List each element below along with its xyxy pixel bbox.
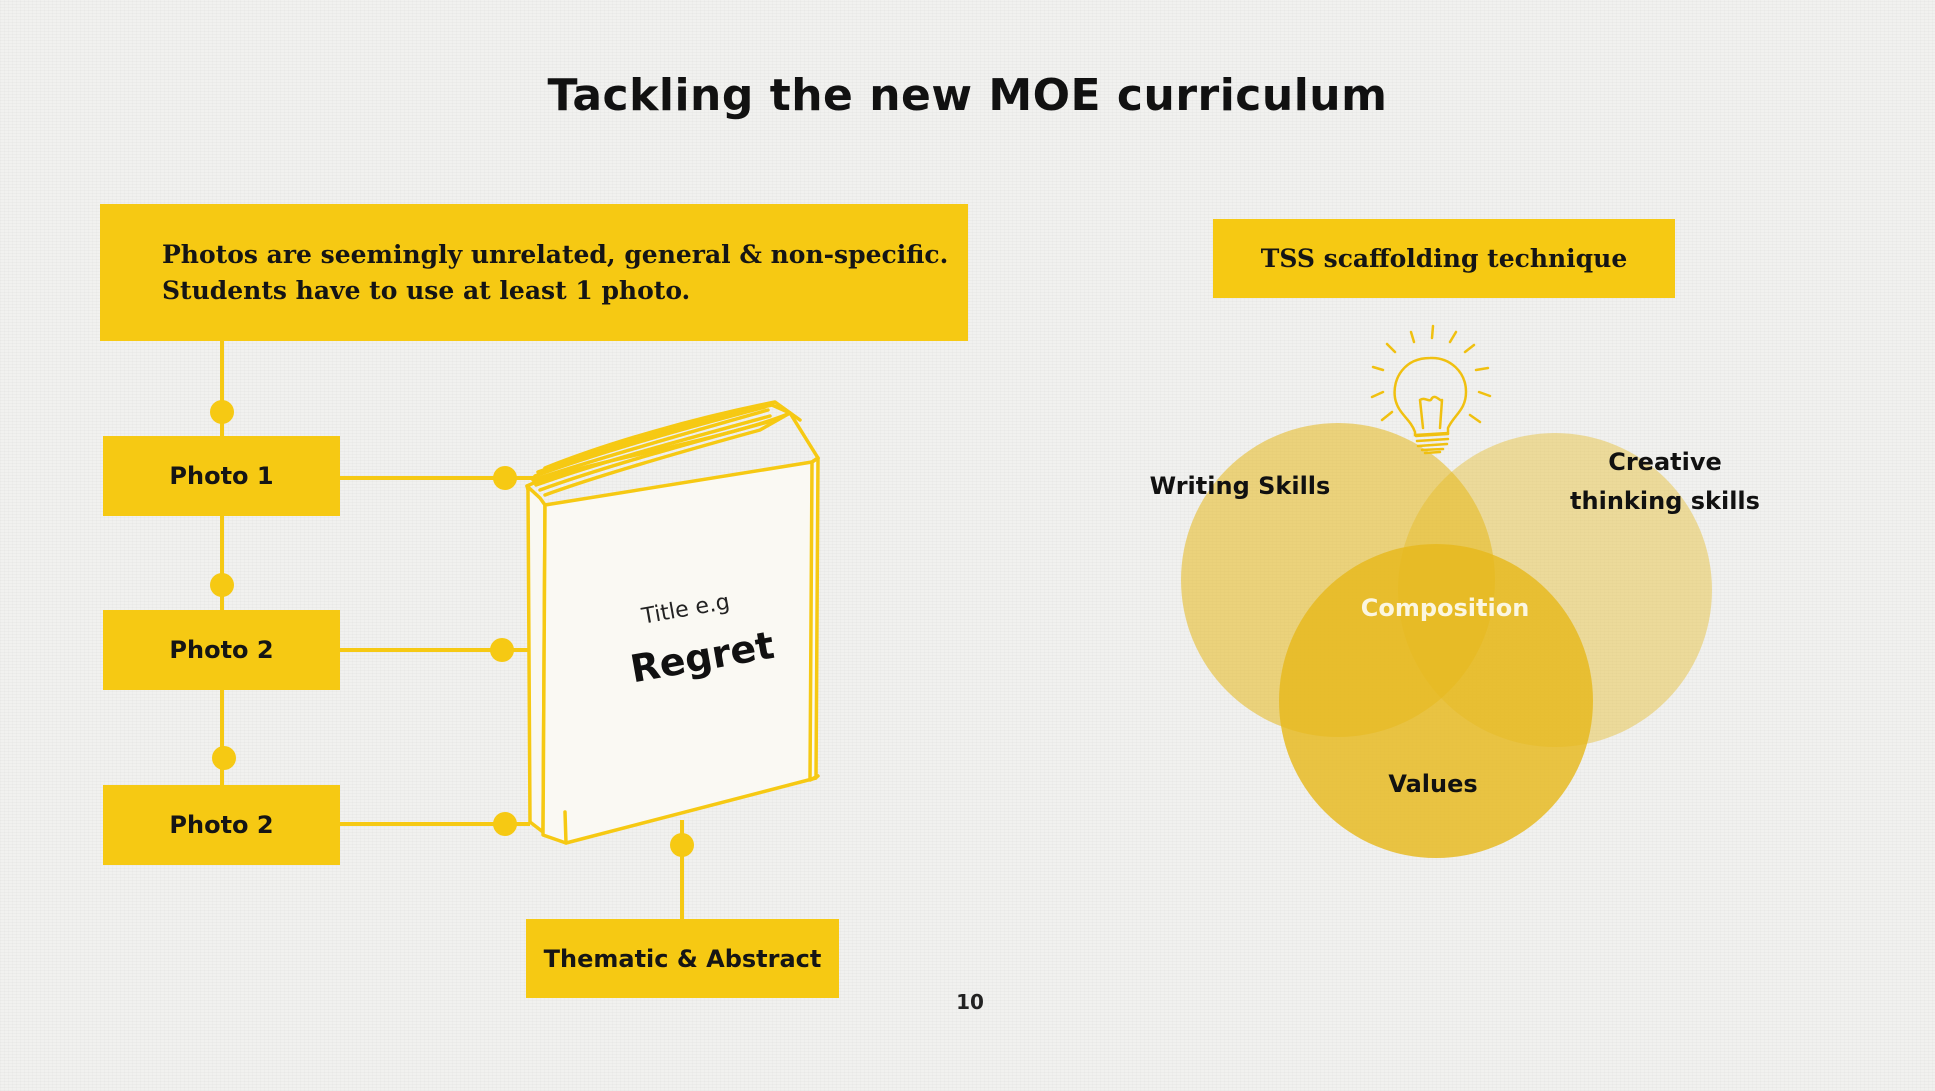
description-line-1: Photos are seemingly unrelated, general …: [162, 239, 949, 269]
tss-header-box: TSS scaffolding technique: [1213, 219, 1675, 298]
dot: [670, 833, 694, 857]
photo-1-box: Photo 1: [103, 436, 340, 516]
photo-3-box: Photo 2: [103, 785, 340, 865]
dot: [493, 812, 517, 836]
venn-label-writing: Writing Skills: [1149, 472, 1331, 500]
book-icon: [525, 400, 820, 845]
venn-diagram: [1181, 423, 1712, 858]
venn-circle-values: [1279, 544, 1593, 858]
venn-label-composition: Composition: [1360, 594, 1530, 622]
dot: [210, 573, 234, 597]
description-line-2: Students have to use at least 1 photo.: [162, 275, 691, 305]
slide-title: Tackling the new MOE curriculum: [547, 70, 1388, 121]
lightbulb-icon: [1370, 324, 1492, 455]
venn-label-creative-line2: thinking skills: [1570, 487, 1760, 515]
dot: [212, 746, 236, 770]
photo-2-box: Photo 2: [103, 610, 340, 690]
venn-label-creative: Creative thinking skills: [1540, 443, 1790, 521]
venn-label-creative-line1: Creative: [1608, 448, 1722, 476]
dot: [210, 400, 234, 424]
dot: [493, 466, 517, 490]
page-number: 10: [956, 990, 984, 1014]
venn-label-values: Values: [1388, 770, 1478, 798]
description-box: Photos are seemingly unrelated, general …: [100, 204, 968, 341]
thematic-abstract-box: Thematic & Abstract: [526, 919, 839, 998]
dot: [490, 638, 514, 662]
connector-dots: [210, 400, 694, 857]
